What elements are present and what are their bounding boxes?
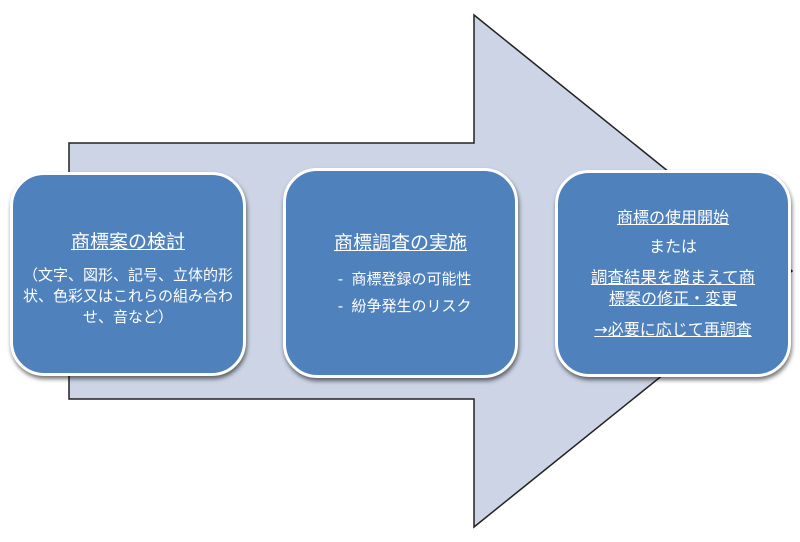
list-item: -商標登録の可能性 bbox=[286, 266, 515, 293]
step-option-line: 標案の修正・変更 bbox=[608, 289, 737, 308]
step-connector-text: または bbox=[648, 237, 697, 256]
step-bullet-list: -商標登録の可能性 -紛争発生のリスク bbox=[286, 266, 515, 320]
list-item: -紛争発生のリスク bbox=[286, 293, 515, 320]
step-option-line: 調査結果を踏まえて商 bbox=[590, 268, 756, 287]
step-title: 商標の使用開始 bbox=[616, 208, 729, 227]
step-box-trademark-search: 商標調査の実施 -商標登録の可能性 -紛争発生のリスク bbox=[283, 168, 518, 378]
bullet-mark: - bbox=[337, 270, 344, 288]
step-option-line: →必要に応じて再調査 bbox=[594, 320, 752, 339]
bullet-text: 紛争発生のリスク bbox=[351, 297, 472, 315]
bullet-text: 商標登録の可能性 bbox=[351, 270, 472, 288]
step-title: 商標案の検討 bbox=[70, 231, 185, 253]
step-box-trademark-proposal: 商標案の検討 （文字、図形、記号、立体的形状、色彩又はこれらの組み合わせ、音など… bbox=[10, 172, 246, 376]
step-box-start-use: 商標の使用開始 または 調査結果を踏まえて商 標案の修正・変更 →必要に応じて再… bbox=[555, 170, 791, 377]
bullet-mark: - bbox=[337, 297, 344, 315]
step-title: 商標調査の実施 bbox=[333, 232, 467, 254]
step-note: （文字、図形、記号、立体的形状、色彩又はこれらの組み合わせ、音など） bbox=[23, 266, 234, 326]
